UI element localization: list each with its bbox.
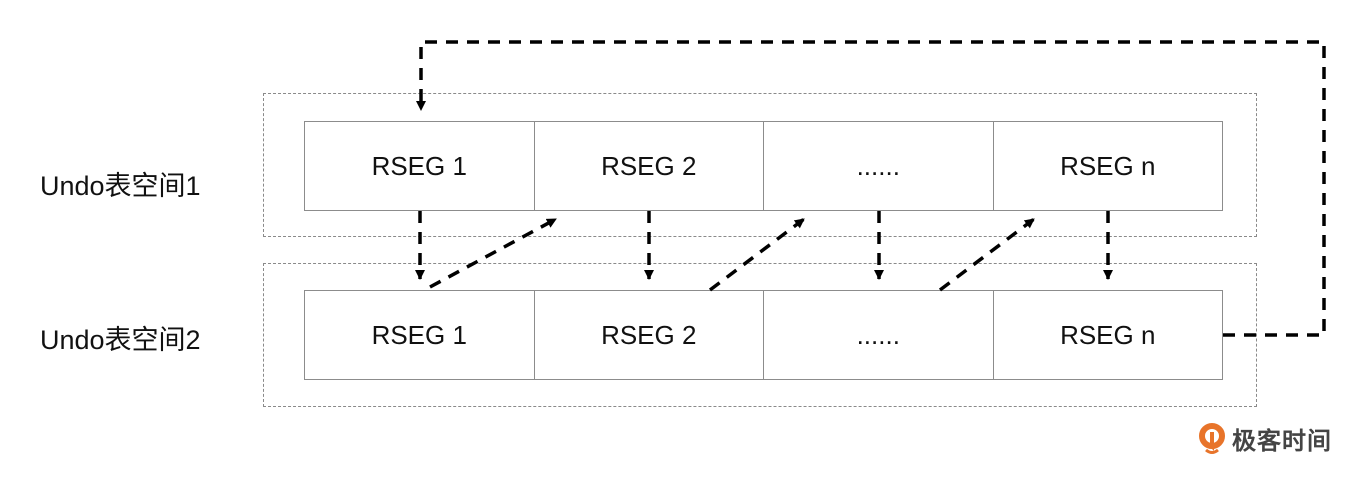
segment-cell: ...... [764,291,994,379]
tablespace-2-label: Undo表空间2 [40,325,201,355]
tablespace-2-segments: RSEG 1 RSEG 2 ...... RSEG n [304,290,1223,380]
arrow-diagonal [708,217,806,292]
segment-cell: RSEG 2 [535,291,764,379]
tablespace-2-container [263,263,1257,407]
arrow-loop-back [416,40,1326,337]
logo-icon [1199,422,1225,454]
tablespace-1-segments: RSEG 1 RSEG 2 ...... RSEG n [304,121,1223,211]
logo: 极客时间 [1198,421,1332,456]
logo-text: 极客时间 [1232,428,1332,455]
tablespace-1-label: Undo表空间1 [40,171,201,201]
segment-cell: RSEG 2 [535,122,764,210]
segment-cell: RSEG n [1060,150,1156,181]
segment-cell: RSEG 1 [305,122,535,210]
segment-cell: RSEG 1 [305,291,535,379]
arrow-diagonal [938,217,1036,292]
arrow-diagonal [429,217,557,289]
segment-cell: ...... [764,122,994,210]
segment-cell: RSEG n [1060,319,1156,350]
tablespace-1-container [263,93,1257,237]
